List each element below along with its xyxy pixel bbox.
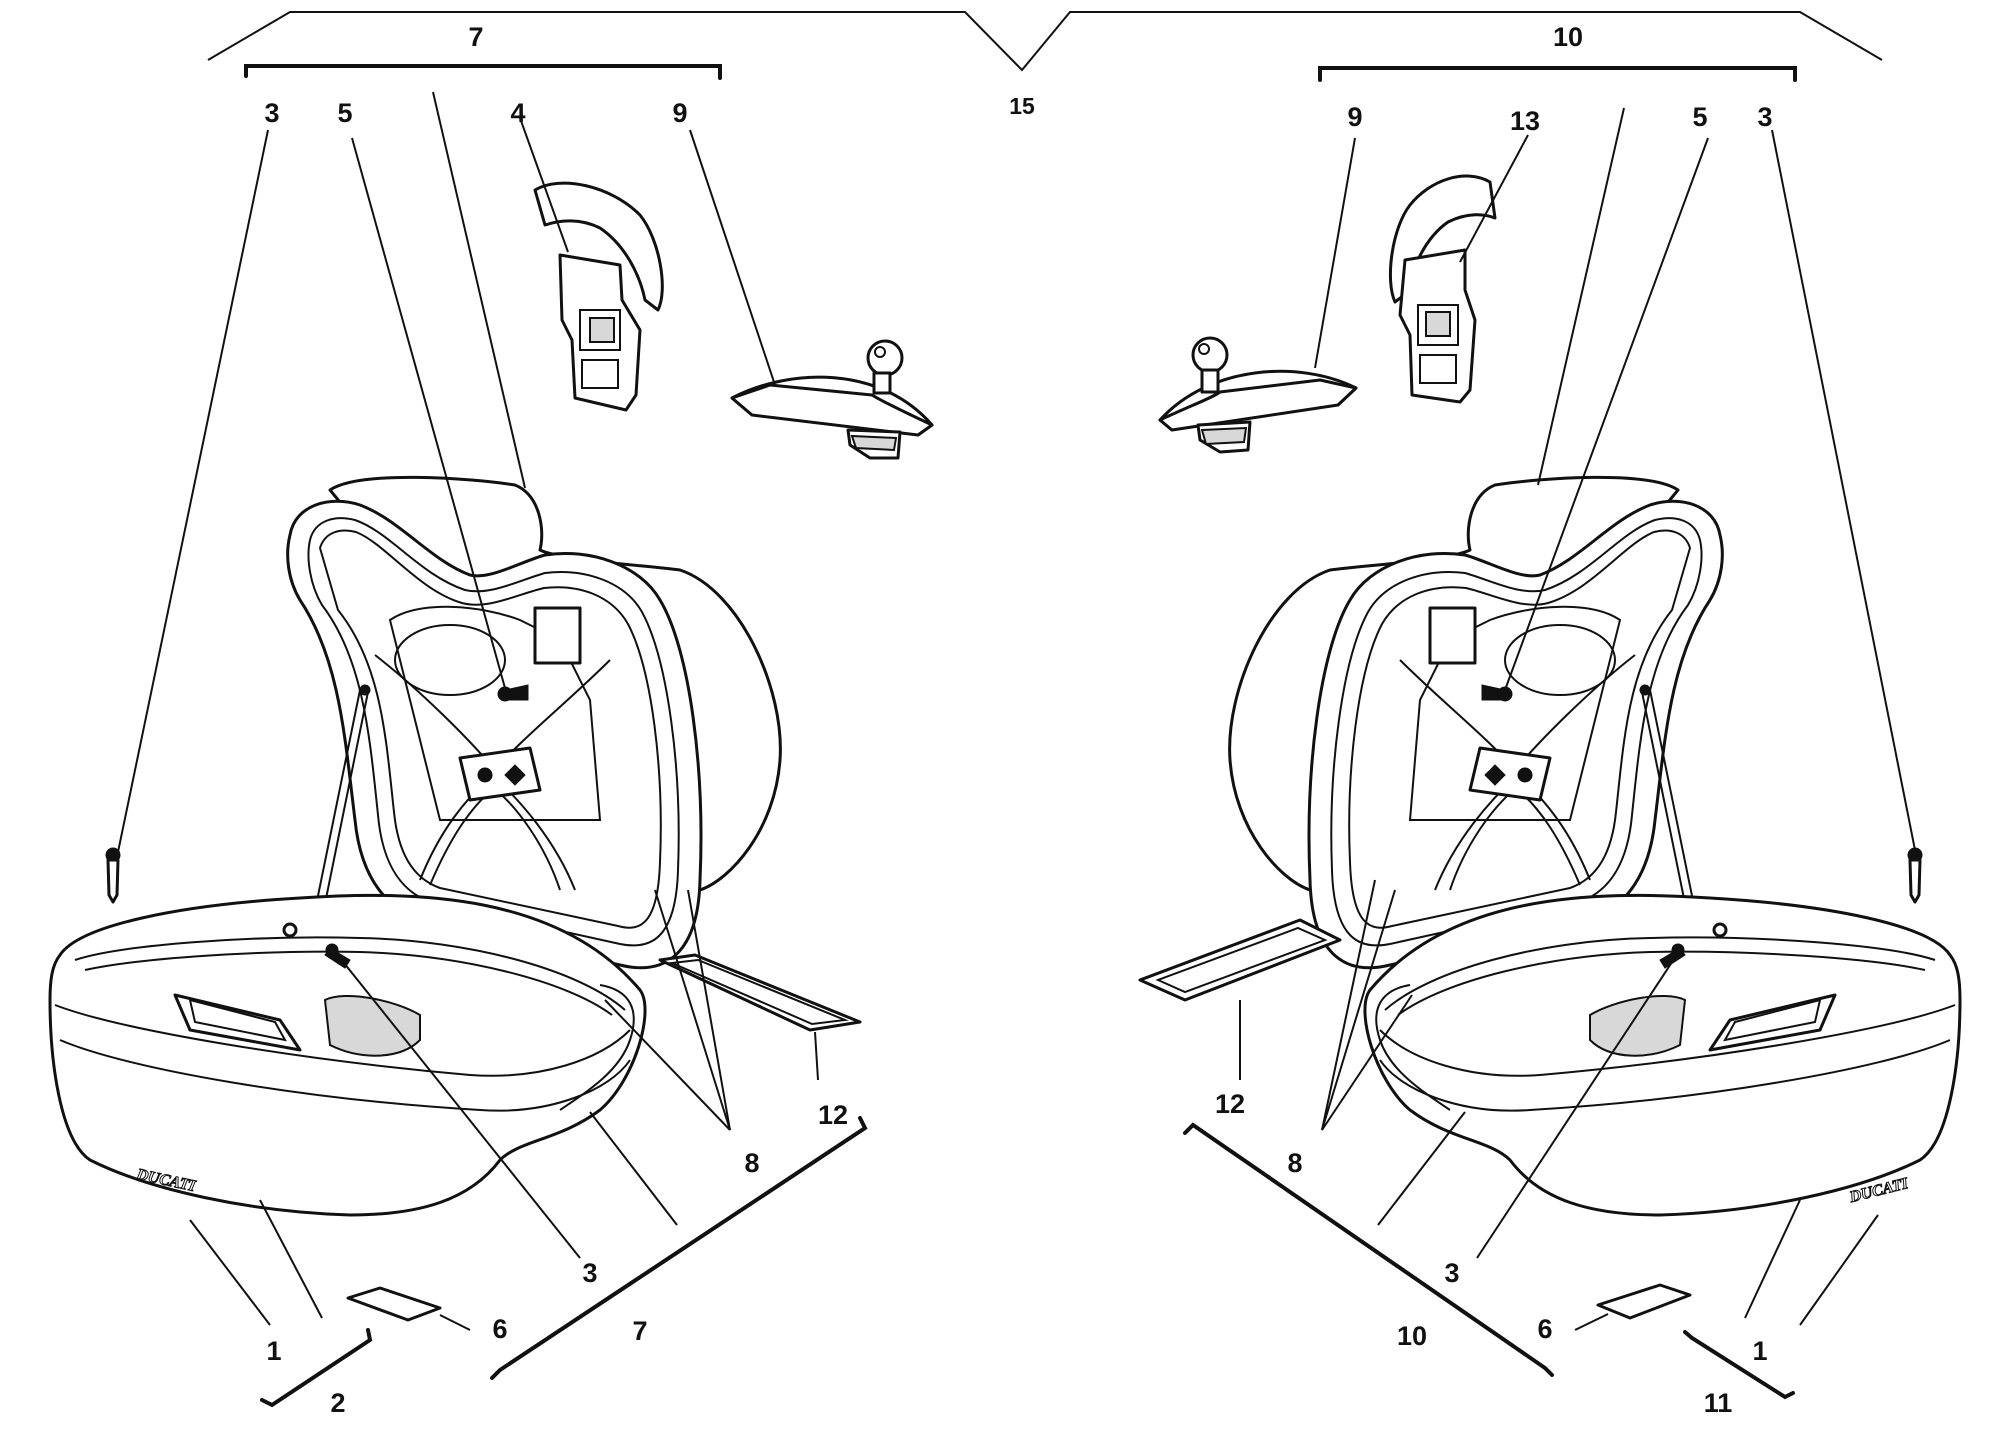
- leader-lines: [117, 91, 1916, 1331]
- part-9-lock-cover-left: [730, 339, 934, 460]
- label-8-left: 8: [744, 1148, 759, 1178]
- label-9-right: 9: [1347, 102, 1362, 132]
- callout-labels: 7 10 15 3 5 4 9 9 13 5 3 12 12 8 8 3 3 7…: [264, 22, 1772, 1418]
- part-6-sticker-left: [346, 1286, 442, 1322]
- bracket-15: [207, 11, 1883, 72]
- part-9-lock-cover-right: [1158, 336, 1358, 454]
- label-8-right: 8: [1287, 1148, 1302, 1178]
- label-7-top: 7: [468, 22, 483, 52]
- label-9-left: 9: [672, 98, 687, 128]
- part-7-left-pannier: [48, 475, 782, 1217]
- label-5-top-right: 5: [1692, 102, 1707, 132]
- label-1-left: 1: [266, 1336, 281, 1366]
- part-3-screw-right: [1907, 847, 1923, 904]
- label-12-left: 12: [818, 1100, 848, 1130]
- bracket-10-top: [1318, 66, 1797, 82]
- label-4: 4: [510, 98, 525, 128]
- label-3-top-left: 3: [264, 98, 279, 128]
- part-6-sticker-right: [1596, 1283, 1692, 1320]
- label-6-left: 6: [492, 1314, 507, 1344]
- label-12-right: 12: [1215, 1089, 1245, 1119]
- label-13: 13: [1510, 106, 1540, 136]
- label-11: 11: [1704, 1388, 1733, 1418]
- label-10-top: 10: [1553, 22, 1583, 52]
- bracket-2: [260, 1328, 373, 1408]
- part-4-latch-left: [533, 181, 664, 412]
- label-2: 2: [330, 1388, 345, 1418]
- label-10-bottom: 10: [1397, 1321, 1427, 1351]
- label-7-bottom: 7: [632, 1316, 647, 1346]
- label-3-bottom-right: 3: [1444, 1258, 1459, 1288]
- label-6-right: 6: [1537, 1314, 1552, 1344]
- bracket-11: [1683, 1330, 1795, 1400]
- bracket-10-bottom: [1183, 1122, 1554, 1377]
- part-3-screw-left: [105, 847, 121, 904]
- label-3-bottom-left: 3: [582, 1258, 597, 1288]
- label-1-right: 1: [1752, 1336, 1767, 1366]
- bracket-7-bottom: [490, 1116, 868, 1380]
- part-12-pad-right: [1138, 918, 1342, 1002]
- part-12-pad-left: [658, 953, 862, 1032]
- bracket-7-top: [244, 64, 722, 80]
- label-15: 15: [1009, 93, 1035, 119]
- part-13-latch-right: [1388, 174, 1497, 404]
- label-5-top-left: 5: [337, 98, 352, 128]
- part-10-right-pannier: [1228, 475, 1962, 1217]
- group-brackets: [207, 11, 1883, 1408]
- label-3-top-right: 3: [1757, 102, 1772, 132]
